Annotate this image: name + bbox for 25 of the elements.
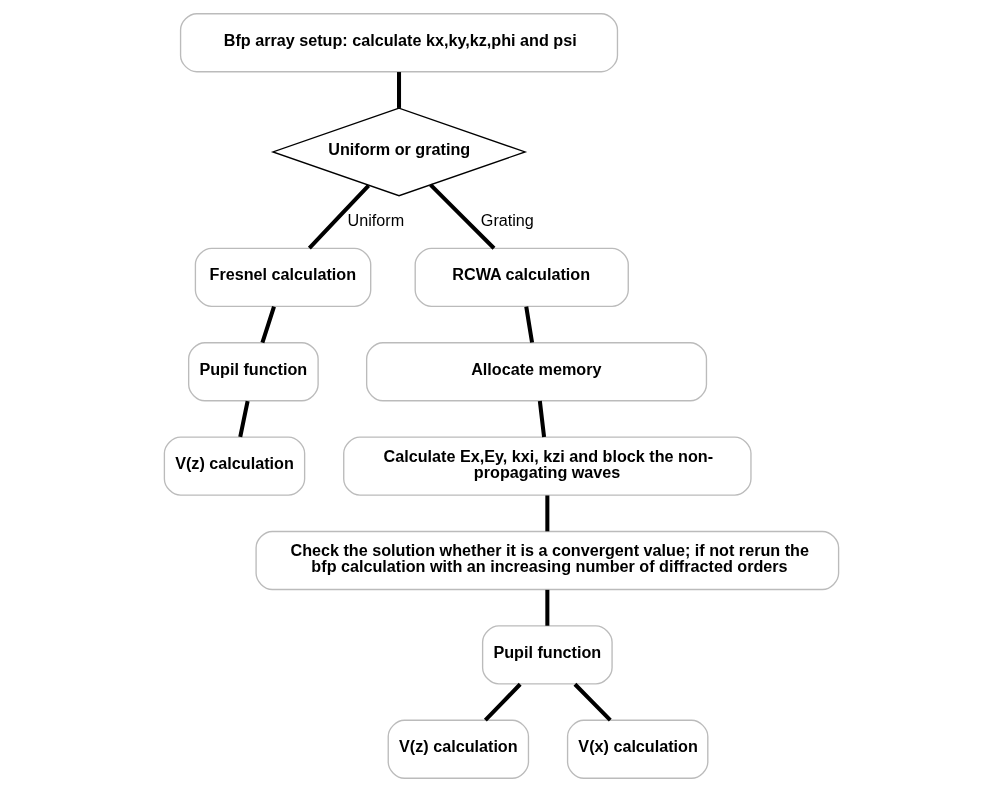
connector — [537, 400, 546, 438]
connector — [307, 184, 370, 250]
node-box: Bfp array setup: calculate kx,ky,kz,phi and psi — [179, 13, 618, 73]
connector — [237, 400, 250, 438]
connector — [483, 682, 522, 722]
connector — [544, 495, 549, 532]
connector — [396, 72, 401, 108]
edge-label: Uniform — [347, 211, 404, 230]
node-box: V(z) calculation — [387, 719, 529, 779]
node-box: V(x) calculation — [566, 719, 708, 779]
node-box: Fresnel calculation — [194, 247, 371, 307]
node-box: Check the solution whether it is a convergent value; if not rerun the bfp calculation with an increasing number of diffracted orders — [254, 530, 839, 591]
node-box: Calculate Ex,Ey, kxi, kzi and block the non-propagating waves — [342, 436, 752, 496]
connector — [523, 306, 534, 343]
connector — [428, 183, 495, 250]
node-box: Pupil function — [481, 625, 613, 685]
node-diamond: Uniform or grating — [270, 107, 527, 197]
edge-label: Grating — [480, 211, 534, 230]
node-box: RCWA calculation — [414, 247, 629, 307]
connector — [544, 589, 549, 626]
node-box: Pupil function — [187, 342, 319, 402]
connector — [259, 306, 276, 344]
node-box: Allocate memory — [365, 342, 707, 402]
connector — [573, 682, 612, 722]
node-box: V(z) calculation — [163, 436, 305, 496]
